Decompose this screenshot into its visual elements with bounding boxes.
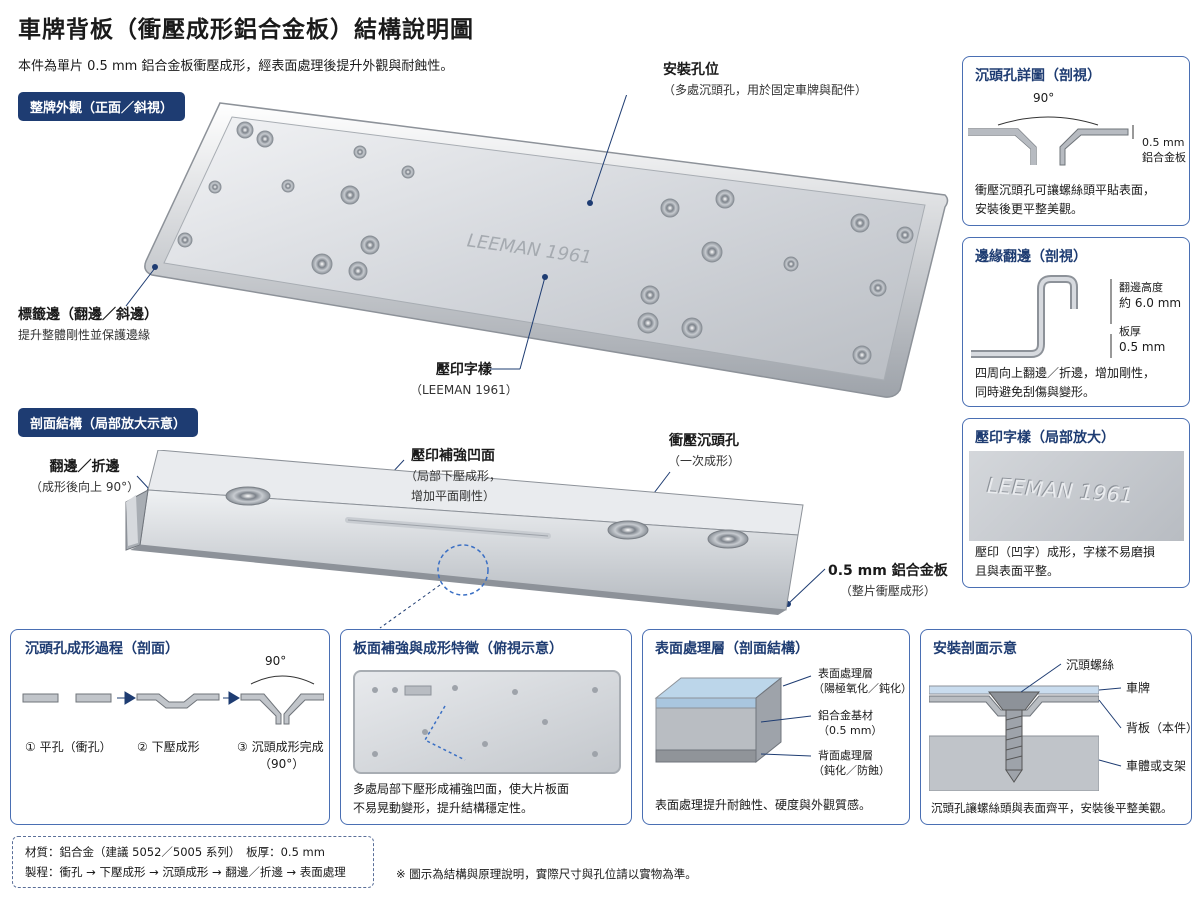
process-step1: ① 平孔（衝孔） xyxy=(25,740,112,754)
surface-layer3a: 背面處理層 xyxy=(818,749,873,762)
install-desc: 沉頭孔讓螺絲頭與表面齊平，安裝後平整美觀。 xyxy=(931,801,1173,815)
flange-detail-dim3: 板厚 xyxy=(1119,325,1141,338)
surface-layer2b: （0.5 mm） xyxy=(818,724,883,737)
panel-emboss-detail: 壓印字樣（局部放大） LEEMAN 1961 壓印（凹字）成形，字樣不易磨損 且… xyxy=(962,418,1190,588)
panel-process-title: 沉頭孔成形過程（剖面） xyxy=(25,641,179,657)
callout-emboss-title: 壓印字樣 xyxy=(435,362,492,378)
callout-mount-holes-title: 安裝孔位 xyxy=(663,62,719,78)
callout-frame-edge-desc: 提升整體剛性並保護邊緣 xyxy=(18,328,151,342)
callout-flange-title: 翻邊／折邊 xyxy=(49,459,120,475)
surface-layer1b: （陽極氧化／鈍化） xyxy=(813,682,910,695)
emboss-detail-desc1: 壓印（凹字）成形，字樣不易磨損 xyxy=(975,545,1156,559)
csk-detail-dim1: 0.5 mm xyxy=(1142,136,1185,149)
callout-emboss: 壓印字樣 （LEEMAN 1961） xyxy=(410,360,518,400)
csk-detail-diagram xyxy=(968,116,1134,166)
surface-leaders xyxy=(760,675,812,757)
panel-install: 安裝剖面示意 沉頭螺絲 車牌 背板（本件） 車體或支架 沉頭孔讓螺絲頭與表面齊平… xyxy=(920,629,1192,825)
panel-emboss-detail-title: 壓印字樣（局部放大） xyxy=(975,430,1115,446)
flange-detail-dim2: 約 6.0 mm xyxy=(1119,296,1182,310)
callout-rib-title: 壓印補強凹面 xyxy=(411,448,495,464)
surface-layer3b: （鈍化／防蝕） xyxy=(813,764,890,777)
process-step3: ③ 沉頭成形完成 xyxy=(237,740,324,754)
process-step2: ② 下壓成形 xyxy=(137,740,200,754)
footer-note: ※ 圖示為結構與原理說明，實際尺寸與孔位請以實物為準。 xyxy=(396,867,697,881)
install-leaders xyxy=(1020,663,1122,767)
surface-layer1a: 表面處理層 xyxy=(818,667,873,680)
panel-flange-detail-title: 邊緣翻邊（剖視） xyxy=(975,249,1087,265)
panel-surface: 表面處理層（剖面結構） 表面處理層 （陽極氧化／鈍化） 鋁合金基材 （0.5 m… xyxy=(642,629,910,825)
process-angle: 90° xyxy=(265,654,287,668)
csk-detail-angle: 90° xyxy=(1033,91,1055,105)
panel-rib-title: 板面補強與成形特徵（俯視示意） xyxy=(353,641,563,657)
csk-detail-dim2: 鋁合金板 xyxy=(1142,151,1186,164)
page-subtitle: 本件為單片 0.5 mm 鋁合金板衝壓成形，經表面處理後提升外觀與耐蝕性。 xyxy=(18,59,454,74)
callout-flange: 翻邊／折邊 （成形後向上 90°） xyxy=(30,457,139,497)
panel-install-title: 安裝剖面示意 xyxy=(933,641,1017,657)
install-label-plate: 車牌 xyxy=(1126,681,1151,695)
process-diagram xyxy=(22,675,324,725)
callout-frame-edge-title: 標籤邊（翻邊／斜邊） xyxy=(18,307,158,323)
rib-desc2: 不易晃動變形，提升結構穩定性。 xyxy=(353,801,534,815)
callout-csk-desc: （一次成形） xyxy=(668,454,741,468)
callout-mount-holes-desc: （多處沉頭孔，用於固定車牌與配件） xyxy=(663,83,868,97)
process-step3b: （90°） xyxy=(259,757,305,771)
spec-line1: 材質：鋁合金（建議 5052／5005 系列） 板厚：0.5 mm xyxy=(25,845,325,859)
callout-csk: 衝壓沉頭孔 （一次成形） xyxy=(668,431,740,471)
install-diagram xyxy=(929,685,1099,791)
plate-section-illustration xyxy=(125,450,804,615)
flange-detail-dim1: 翻邊高度 xyxy=(1119,281,1163,294)
panel-rib: 板面補強與成形特徵（俯視示意） 多處局部下壓形成補強凹面，使大片板面 不易晃動變… xyxy=(340,629,632,825)
csk-detail-desc2: 安裝後更平整美觀。 xyxy=(975,202,1084,216)
flange-detail-dim4: 0.5 mm xyxy=(1119,340,1166,354)
callout-csk-title: 衝壓沉頭孔 xyxy=(669,433,739,449)
flange-detail-diagram xyxy=(971,275,1112,358)
callout-sheet-desc: （整片衝壓成形） xyxy=(839,584,936,598)
emboss-zoom-text: LEEMAN 1961 xyxy=(986,473,1135,509)
callout-rib-desc1: （局部下壓成形， xyxy=(405,469,502,483)
callout-flange-desc: （成形後向上 90°） xyxy=(30,480,140,494)
spec-line2: 製程：衝孔 → 下壓成形 → 沉頭成形 → 翻邊／折邊 → 表面處理 xyxy=(25,865,346,879)
callout-mount-holes: 安裝孔位 （多處沉頭孔，用於固定車牌與配件） xyxy=(663,60,867,100)
callout-rib-desc2: 增加平面剛性） xyxy=(411,489,496,503)
emboss-detail-desc2: 且與表面平整。 xyxy=(975,564,1060,578)
spec-box: 材質：鋁合金（建議 5052／5005 系列） 板厚：0.5 mm 製程：衝孔 … xyxy=(12,836,374,888)
plate-oblique-illustration: LEEMAN 1961 xyxy=(144,95,949,398)
rib-plate-diagram xyxy=(372,685,598,761)
flange-detail-desc1: 四周向上翻邊／折邊，增加剛性， xyxy=(975,366,1156,380)
callout-sheet: 0.5 mm 鋁合金板 （整片衝壓成形） xyxy=(828,561,948,601)
section-label-section: 剖面結構（局部放大示意） xyxy=(18,408,199,437)
flange-detail-desc2: 同時避免刮傷與變形。 xyxy=(975,385,1096,399)
panel-csk-detail-title: 沉頭孔詳圖（剖視） xyxy=(975,68,1101,84)
emboss-zoom-image: LEEMAN 1961 xyxy=(969,451,1184,541)
panel-surface-title: 表面處理層（剖面結構） xyxy=(655,641,809,657)
install-label-backing: 背板（本件） xyxy=(1126,721,1192,735)
rib-desc1: 多處局部下壓形成補強凹面，使大片板面 xyxy=(353,782,570,796)
rib-plate-image xyxy=(353,670,621,774)
panel-process: 沉頭孔成形過程（剖面） 90° ① 平孔（衝孔） ② 下壓成形 ③ 沉頭成形完成… xyxy=(10,629,330,825)
page-title: 車牌背板（衝壓成形鋁合金板）結構說明圖 xyxy=(18,17,474,43)
install-label-body: 車體或支架 xyxy=(1126,759,1187,773)
panel-flange-detail: 邊緣翻邊（剖視） 翻邊高度 約 6.0 mm 板厚 0.5 mm 四周向上翻邊／… xyxy=(962,237,1190,407)
callout-rib: 壓印補強凹面 （局部下壓成形， 增加平面剛性） xyxy=(405,446,501,506)
panel-csk-detail: 沉頭孔詳圖（剖視） 90° 0.5 mm 鋁合金板 衝壓沉頭孔可讓螺絲頭平貼表面… xyxy=(962,56,1190,226)
callout-emboss-desc: （LEEMAN 1961） xyxy=(410,383,518,397)
surface-desc: 表面處理提升耐蝕性、硬度與外觀質感。 xyxy=(655,798,872,812)
surface-layer2a: 鋁合金基材 xyxy=(818,709,873,722)
section-label-overview: 整牌外觀（正面／斜視） xyxy=(18,92,186,121)
install-label-screw: 沉頭螺絲 xyxy=(1066,658,1115,672)
csk-detail-desc1: 衝壓沉頭孔可讓螺絲頭平貼表面， xyxy=(975,183,1156,197)
surface-layers-diagram xyxy=(654,676,783,764)
callout-sheet-title: 0.5 mm 鋁合金板 xyxy=(828,563,948,579)
callout-frame-edge: 標籤邊（翻邊／斜邊） 提升整體剛性並保護邊緣 xyxy=(18,305,158,345)
